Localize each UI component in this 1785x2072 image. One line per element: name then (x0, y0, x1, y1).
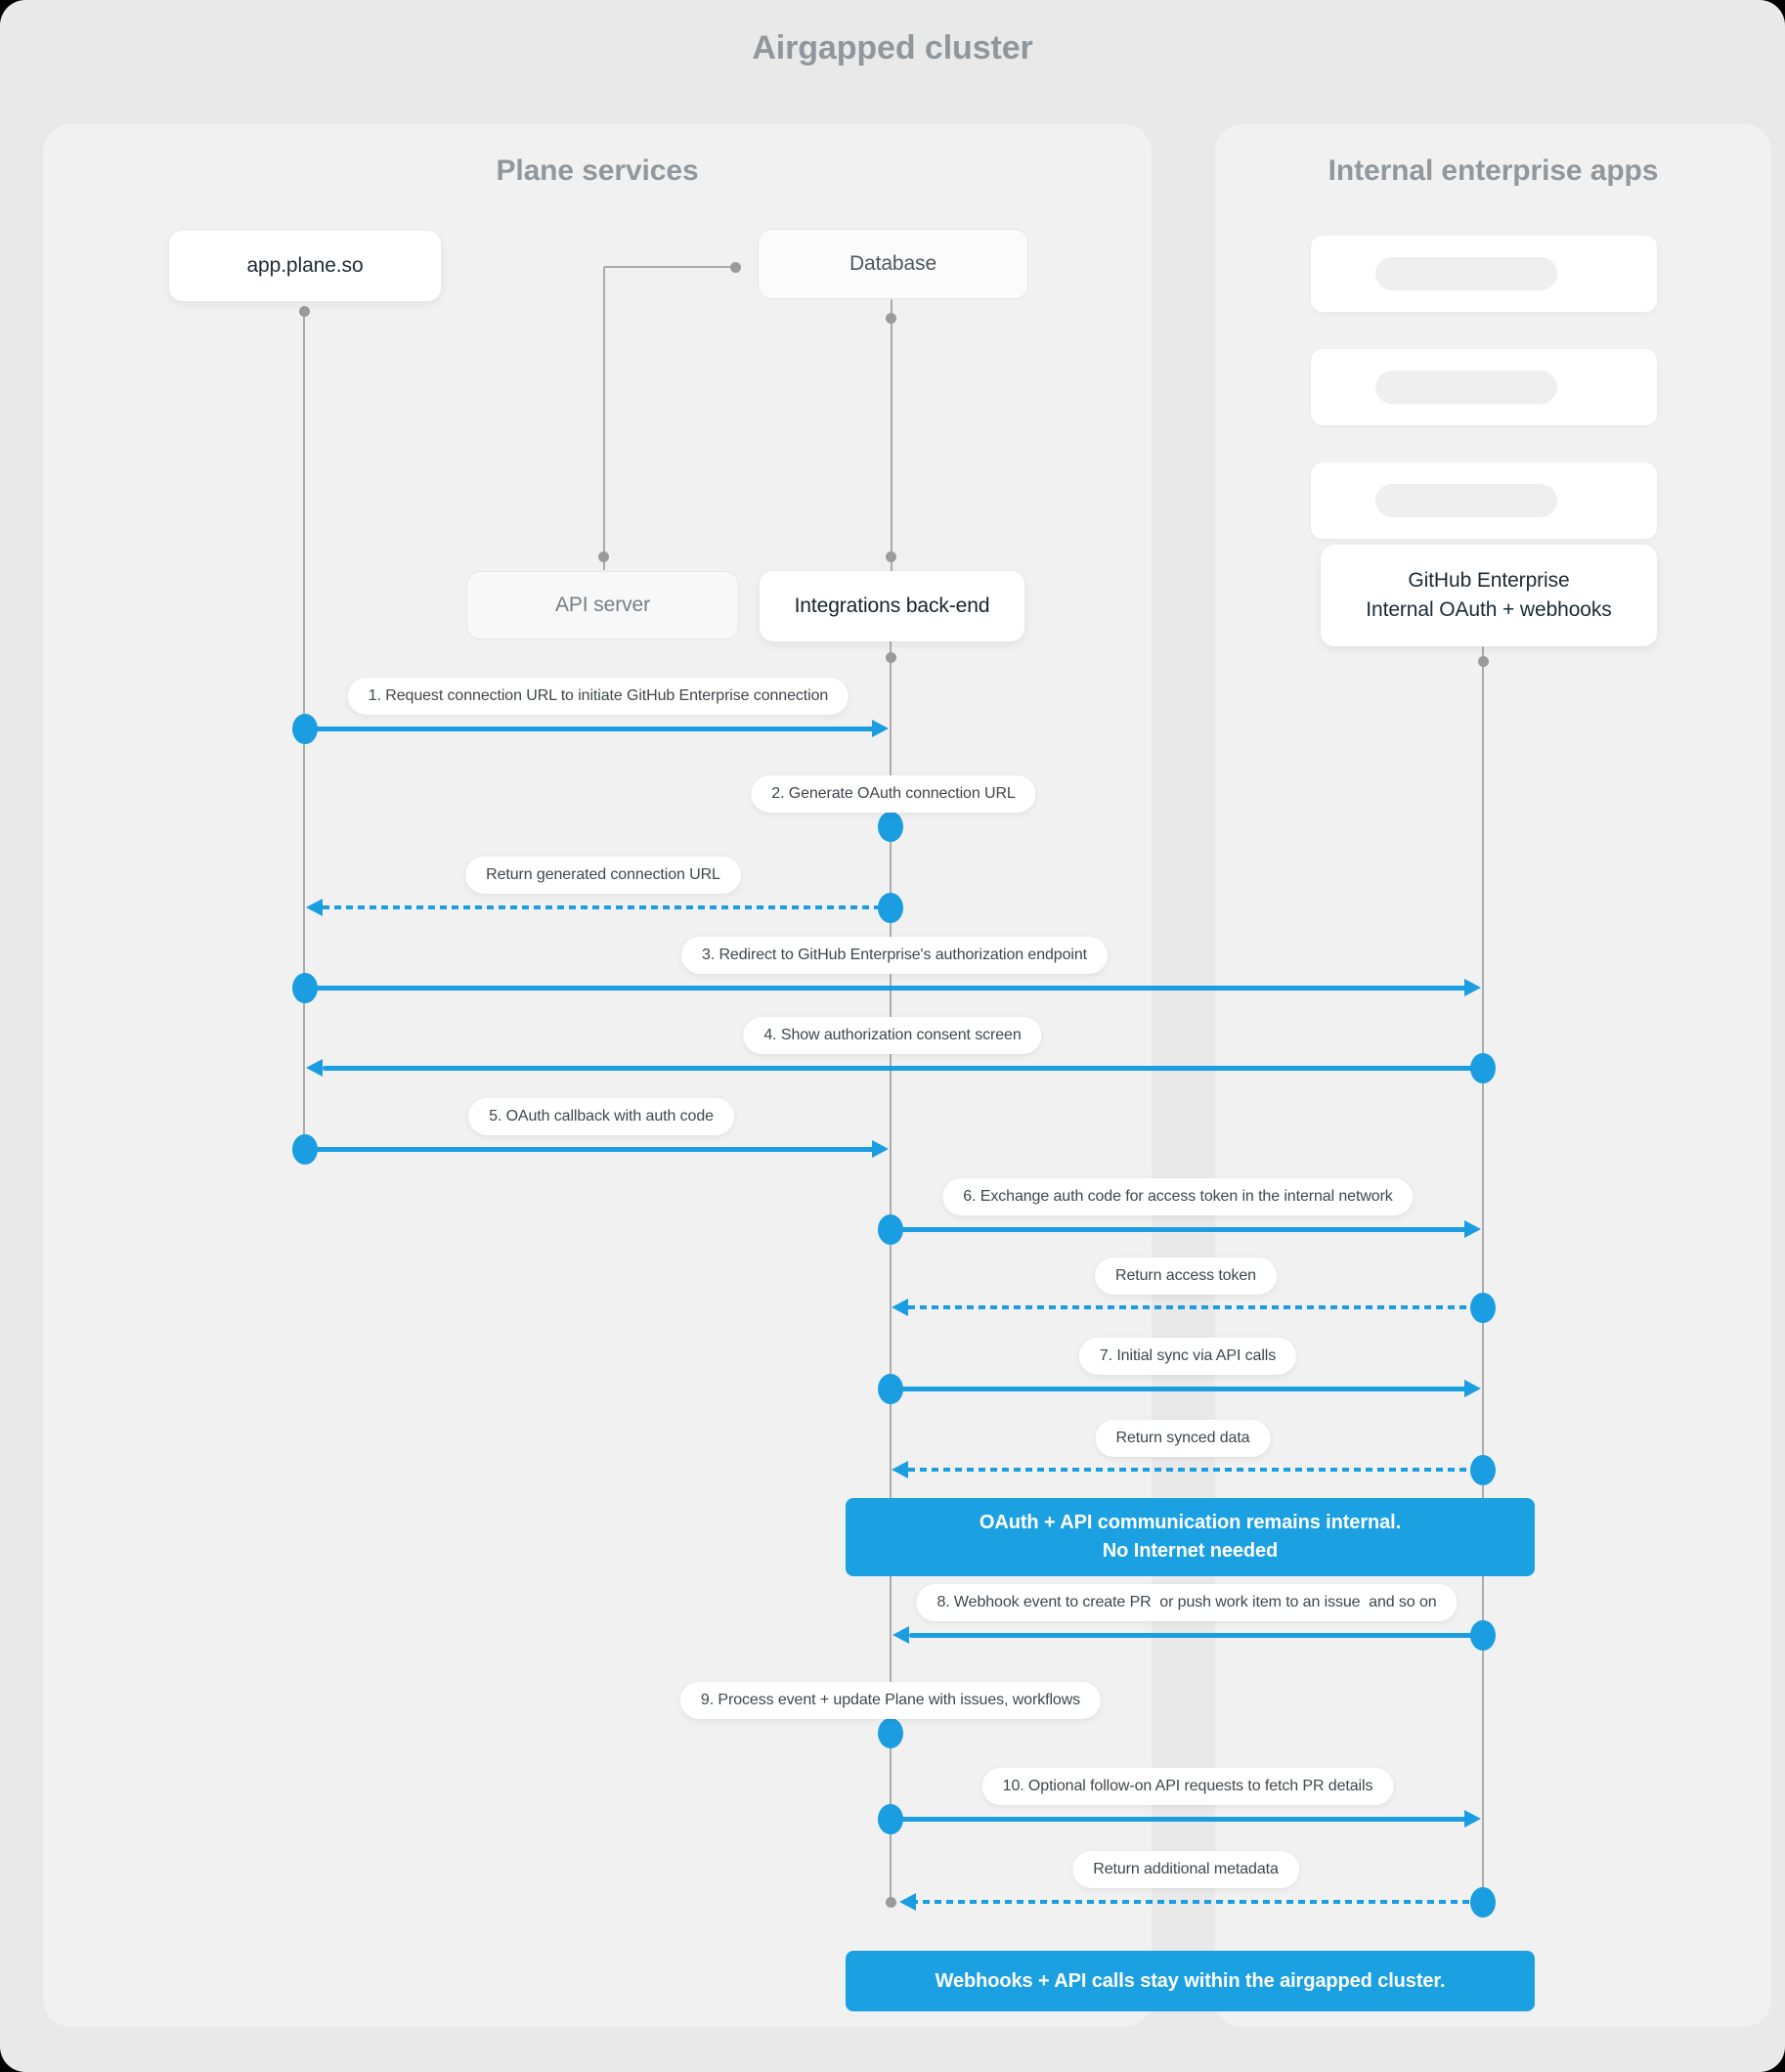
node-api-server: API server (466, 571, 739, 639)
placeholder-pill (1375, 371, 1557, 404)
message-origin-dot (878, 893, 903, 923)
placeholder-pill (1375, 484, 1557, 517)
message-origin-dot (1470, 1293, 1496, 1323)
message-arrow (305, 1147, 874, 1152)
message-label: 8. Webhook event to create PR or push wo… (916, 1584, 1458, 1621)
node-label-line1: GitHub Enterprise (1408, 569, 1570, 592)
banner-line: OAuth + API communication remains intern… (979, 1512, 1402, 1533)
diagram-title: Airgapped cluster (752, 29, 1033, 66)
message-label: 7. Initial sync via API calls (1078, 1338, 1297, 1375)
database-integrations-connector (891, 297, 892, 571)
connector-dot (886, 313, 896, 324)
message-origin-dot (878, 1214, 903, 1245)
message-arrow (891, 1817, 1466, 1822)
message-origin-dot (878, 1718, 903, 1748)
message-label: 6. Exchange auth code for access token i… (942, 1178, 1414, 1215)
arrowhead-left-icon (306, 1059, 323, 1077)
message-arrow (323, 1066, 1483, 1071)
database-api-connector-horizontal (604, 266, 735, 268)
message-label: 4. Show authorization consent screen (743, 1017, 1042, 1054)
message-label: 5. OAuth callback with auth code (468, 1098, 734, 1135)
arrowhead-right-icon (1464, 1220, 1481, 1238)
connector-dot (1478, 656, 1489, 667)
plane-services-title: Plane services (496, 154, 699, 187)
message-return-dashed (911, 1900, 1483, 1904)
message-arrow (305, 986, 1466, 991)
message-origin-dot (1470, 1455, 1496, 1485)
arrowhead-left-icon (899, 1893, 916, 1911)
internal-enterprise-apps-title: Internal enterprise apps (1328, 154, 1659, 187)
message-origin-dot (1470, 1053, 1496, 1083)
message-origin-dot (878, 812, 903, 842)
message-origin-dot (878, 1374, 903, 1404)
node-label: app.plane.so (246, 254, 364, 277)
message-origin-dot (292, 973, 318, 1003)
connector-dot (730, 262, 741, 273)
airgapped-cluster-banner: Webhooks + API calls stay within the air… (846, 1951, 1535, 2011)
banner-line: No Internet needed (1102, 1540, 1279, 1562)
arrowhead-left-icon (892, 1626, 909, 1644)
node-app-plane-so: app.plane.so (169, 231, 441, 301)
node-label: Database (849, 252, 937, 275)
arrowhead-right-icon (1464, 1380, 1481, 1397)
node-label-line2: Internal OAuth + webhooks (1366, 598, 1612, 621)
arrowhead-right-icon (1464, 979, 1481, 996)
node-integrations-backend: Integrations back-end (760, 571, 1024, 641)
message-arrow (891, 1387, 1466, 1391)
arrowhead-right-icon (872, 720, 889, 737)
message-label: Return generated connection URL (465, 857, 741, 894)
enterprise-app-placeholder-card (1311, 349, 1657, 425)
message-label: Return access token (1095, 1257, 1277, 1295)
message-origin-dot (292, 714, 318, 744)
message-label: Return synced data (1095, 1420, 1271, 1457)
placeholder-pill (1375, 257, 1557, 290)
enterprise-app-placeholder-card (1311, 236, 1657, 312)
message-label: Return additional metadata (1072, 1851, 1299, 1888)
banner-line: Webhooks + API calls stay within the air… (935, 1969, 1446, 1992)
arrowhead-right-icon (1464, 1810, 1481, 1828)
message-return-dashed (908, 1468, 1483, 1472)
arrowhead-left-icon (892, 1461, 908, 1478)
message-label: 2. Generate OAuth connection URL (751, 775, 1036, 813)
node-database: Database (758, 229, 1028, 299)
github-lifeline (1482, 646, 1484, 1903)
node-label: Integrations back-end (794, 595, 990, 617)
message-origin-dot (1470, 1887, 1496, 1918)
arrowhead-left-icon (306, 899, 323, 916)
arrowhead-left-icon (892, 1299, 908, 1316)
message-arrow (305, 727, 874, 731)
integrations-lifeline (890, 641, 892, 1903)
node-github-enterprise: GitHub Enterprise Internal OAuth + webho… (1321, 545, 1657, 646)
internal-communication-banner: OAuth + API communication remains intern… (846, 1498, 1535, 1576)
enterprise-app-placeholder-card (1311, 463, 1657, 539)
message-origin-dot (292, 1134, 318, 1165)
plane-services-panel (43, 124, 1152, 2027)
node-label: API server (554, 594, 651, 616)
message-return-dashed (323, 905, 892, 909)
connector-dot (886, 652, 896, 663)
message-label: 9. Process event + update Plane with iss… (679, 1682, 1102, 1719)
message-label: 10. Optional follow-on API requests to f… (981, 1768, 1394, 1805)
connector-dot (886, 1897, 896, 1908)
message-arrow (909, 1633, 1483, 1638)
database-api-connector-vertical (603, 267, 605, 570)
connector-dot (598, 551, 609, 562)
message-label: 3. Redirect to GitHub Enterprise's autho… (680, 937, 1109, 974)
message-return-dashed (908, 1305, 1483, 1309)
message-label: 1. Request connection URL to initiate Gi… (347, 678, 849, 715)
connector-dot (886, 551, 896, 562)
connector-dot (299, 306, 310, 317)
message-arrow (891, 1227, 1466, 1232)
arrowhead-right-icon (872, 1140, 889, 1158)
message-origin-dot (878, 1804, 903, 1834)
message-origin-dot (1470, 1620, 1496, 1651)
